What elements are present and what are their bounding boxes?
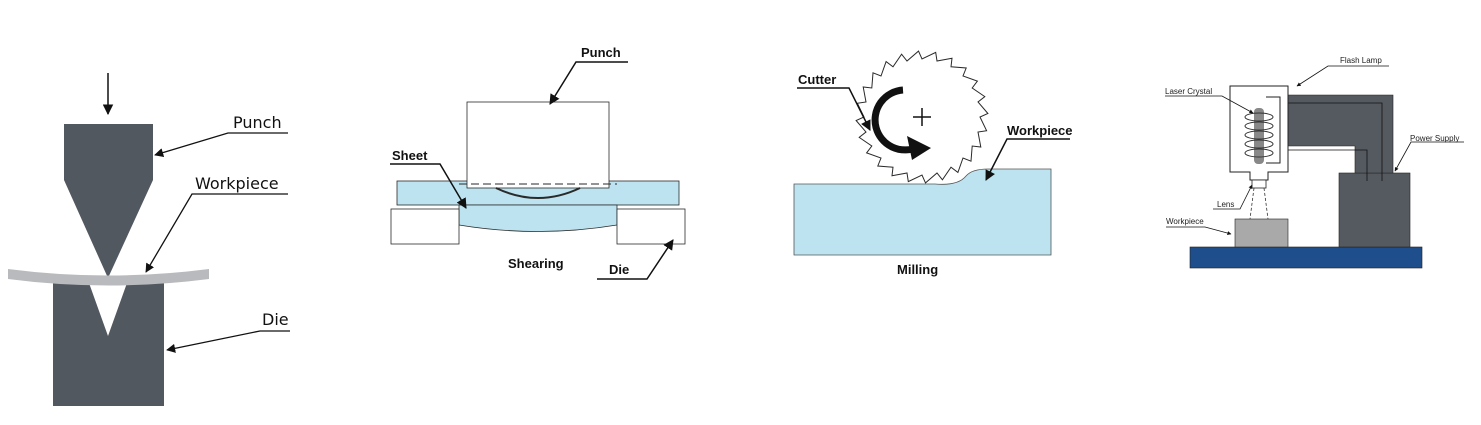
power-supply-label: Power Supply <box>1410 134 1459 143</box>
die-tool <box>53 283 164 406</box>
punch-bulge <box>495 187 581 199</box>
cutter-leader <box>797 87 871 131</box>
die-leader <box>166 330 290 353</box>
shearing-panel: Punch Sheet Die Shearing <box>390 45 686 280</box>
milling-workpiece <box>793 168 1052 256</box>
power-supply-box <box>1338 172 1411 248</box>
punch-tool <box>64 124 153 278</box>
die-label: Die <box>609 262 629 277</box>
lens-label: Lens <box>1217 200 1234 209</box>
bent-sheet <box>8 269 209 286</box>
laser-crystal <box>1254 108 1264 164</box>
cable-duct <box>1287 94 1394 174</box>
laser-crystal-leader <box>1165 95 1254 114</box>
die-leader <box>597 239 674 280</box>
flash-lamp-leader <box>1296 65 1389 87</box>
rotation-arrow <box>871 86 920 154</box>
workpiece-leader <box>145 193 288 273</box>
lens-leader <box>1213 184 1253 210</box>
laser-beam-left <box>1249 187 1255 220</box>
die-label: Die <box>262 310 289 329</box>
die-block-right <box>616 208 686 245</box>
shearing-caption: Shearing <box>508 256 564 271</box>
flash-lamp-tube <box>1266 96 1281 164</box>
punch-leader <box>549 61 628 105</box>
punch-label: Punch <box>581 45 621 60</box>
die-block-left <box>390 208 460 245</box>
nozzle <box>1251 179 1267 189</box>
cutter-label: Cutter <box>798 72 836 87</box>
workpiece-leader <box>1166 226 1232 235</box>
laser-beam-right <box>1263 187 1269 220</box>
rotation-arrowhead <box>907 136 931 160</box>
milling-panel: Cutter Workpiece Milling <box>793 50 1073 277</box>
flash-lamp-label: Flash Lamp <box>1340 56 1382 65</box>
sheet-label: Sheet <box>392 148 428 163</box>
laser-workpiece <box>1234 218 1289 248</box>
punch-block <box>466 101 610 189</box>
workpiece-label: Workpiece <box>1007 123 1073 138</box>
workpiece-label: Workpiece <box>1166 217 1204 226</box>
cable-wire-1 <box>1272 102 1383 181</box>
punch-leader <box>154 132 288 157</box>
bending-panel: Punch Workpiece Die <box>8 73 290 406</box>
punch-label: Punch <box>233 113 282 132</box>
laser-panel: Flash Lamp Laser Crystal Power Supply Le… <box>1165 56 1464 269</box>
workpiece-label: Workpiece <box>195 174 279 193</box>
sheared-slug <box>458 204 618 232</box>
laser-crystal-label: Laser Crystal <box>1165 87 1212 96</box>
workpiece-leader <box>985 138 1070 181</box>
crystal-coil <box>1244 112 1274 158</box>
power-supply-leader <box>1394 141 1464 172</box>
base-plate <box>1189 246 1423 269</box>
milling-caption: Milling <box>897 262 938 277</box>
sheet-leader <box>390 163 467 209</box>
